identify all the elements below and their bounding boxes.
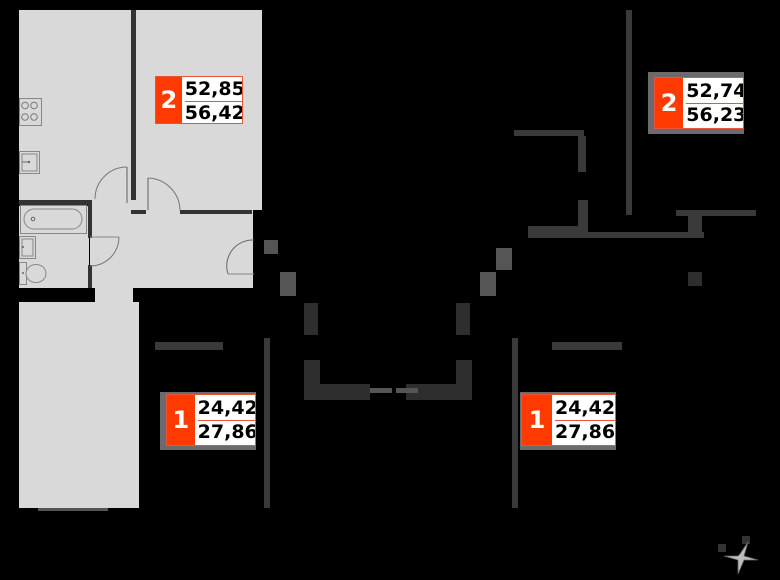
core-wall bbox=[456, 360, 472, 400]
ghost-wall bbox=[512, 338, 518, 508]
window-sill bbox=[38, 508, 108, 511]
apartment-bottom-wall bbox=[19, 288, 95, 302]
door-kitchen-icon bbox=[94, 166, 128, 203]
bedroom-door-gap bbox=[96, 296, 132, 304]
apartment-badge[interactable]: 2 52,74 56,23 bbox=[654, 77, 744, 129]
apartment-badge[interactable]: 1 24,42 27,86 bbox=[521, 394, 616, 446]
ghost-block bbox=[264, 240, 278, 254]
room-count: 1 bbox=[522, 395, 552, 445]
compass-rose-icon bbox=[718, 536, 759, 575]
core-door bbox=[396, 388, 418, 393]
bathroom-wall-right-lower bbox=[88, 265, 92, 290]
bathroom-wall-top bbox=[19, 200, 91, 205]
total-area: 56,23 bbox=[686, 104, 743, 126]
apartment-badge[interactable]: 2 52,85 56,42 bbox=[155, 76, 243, 124]
bedroom-room bbox=[19, 302, 139, 508]
bathtub-icon bbox=[20, 205, 87, 234]
core-wall bbox=[304, 360, 320, 400]
hallway bbox=[90, 200, 253, 288]
ghost-block bbox=[480, 272, 496, 296]
door-entrance-icon bbox=[226, 239, 255, 275]
toilet-icon bbox=[19, 262, 47, 285]
living-area: 24,42 bbox=[197, 397, 255, 421]
ghost-wall bbox=[578, 136, 586, 172]
ghost-wall bbox=[155, 342, 223, 350]
ghost-wall bbox=[528, 232, 704, 238]
door-bathroom-icon bbox=[89, 236, 120, 267]
ghost-wall bbox=[688, 215, 702, 237]
apartment-bottom-wall-right bbox=[133, 288, 253, 302]
living-area: 52,85 bbox=[184, 78, 242, 102]
washbasin-icon bbox=[19, 236, 36, 259]
stove-icon bbox=[19, 98, 42, 126]
kitchen-sink-icon bbox=[19, 151, 40, 174]
living-area: 52,74 bbox=[686, 80, 743, 104]
ghost-wall bbox=[578, 200, 588, 236]
elevator-shaft bbox=[456, 303, 470, 335]
total-area: 27,86 bbox=[197, 421, 255, 443]
ghost-wall bbox=[528, 226, 586, 232]
living-wall-bottom bbox=[180, 210, 252, 214]
ghost-block bbox=[496, 248, 512, 270]
total-area: 56,42 bbox=[184, 102, 242, 123]
room-count: 2 bbox=[655, 78, 684, 128]
elevator-shaft bbox=[304, 303, 318, 335]
room-count: 1 bbox=[167, 395, 195, 445]
ghost-block bbox=[280, 272, 296, 296]
core-wall bbox=[318, 384, 370, 400]
ghost-wall bbox=[676, 210, 756, 216]
total-area: 27,86 bbox=[554, 421, 615, 443]
ghost-wall bbox=[514, 130, 584, 136]
core-wall bbox=[406, 384, 458, 400]
living-area: 24,42 bbox=[554, 397, 615, 421]
door-living-icon bbox=[147, 177, 181, 212]
ghost-wall bbox=[552, 342, 622, 350]
core-door bbox=[370, 388, 392, 393]
apartment-badge[interactable]: 1 24,42 27,86 bbox=[166, 394, 256, 446]
room-count: 2 bbox=[156, 77, 182, 123]
living-wall-stub bbox=[131, 210, 146, 214]
bathroom-wall-right bbox=[88, 200, 92, 238]
ghost-wall bbox=[626, 10, 632, 215]
ghost-wall bbox=[264, 338, 270, 508]
partition-wall bbox=[131, 10, 136, 213]
ghost-block bbox=[688, 272, 702, 286]
